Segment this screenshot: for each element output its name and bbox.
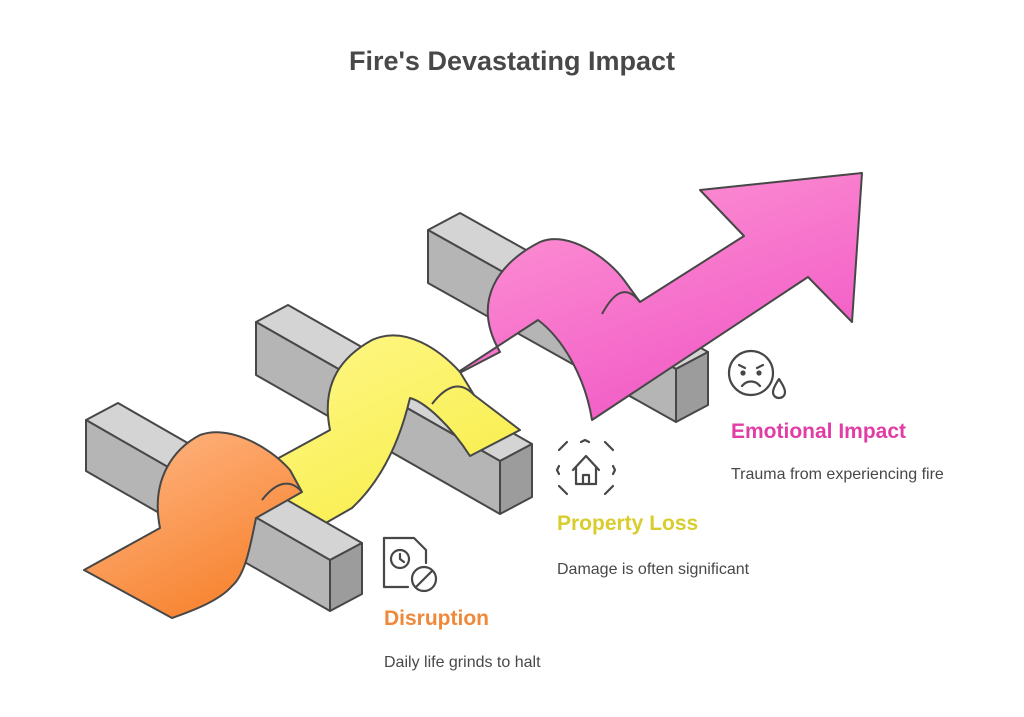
ribbon-segment-property	[274, 334, 521, 541]
ribbon-segment-disruption	[83, 431, 303, 619]
stage-title-emotional: Emotional Impact	[731, 420, 907, 443]
stage-description-disruption: Daily life grinds to halt	[384, 654, 541, 671]
stage-title-property: Property Loss	[557, 512, 699, 535]
house-damage-icon	[555, 438, 617, 496]
ribbon-segment-emotional	[445, 172, 863, 421]
stage-description-property: Damage is often significant	[557, 561, 750, 578]
stage-title-disruption: Disruption	[384, 607, 489, 630]
diagram-title: Fire's Devastating Impact	[348, 46, 676, 76]
sad-face-tear-icon	[727, 349, 787, 400]
stage-description-emotional: Trauma from experiencing fire	[731, 466, 944, 483]
clock-cancel-icon	[382, 536, 438, 593]
